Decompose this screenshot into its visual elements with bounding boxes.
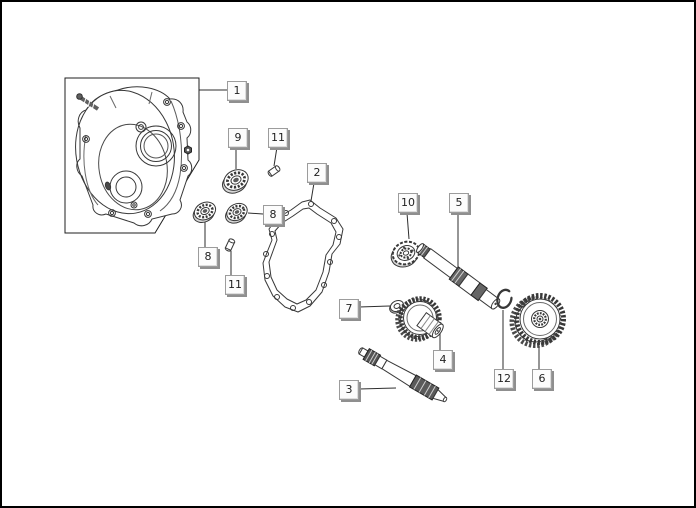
part-label-4[interactable]: 4 — [433, 350, 453, 370]
pin-11-bottom-drawing — [224, 238, 236, 252]
bearing-8-left-drawing — [192, 201, 217, 223]
gear-4-drawing — [395, 296, 444, 342]
part-label-8-upper[interactable]: 8 — [263, 205, 283, 225]
part-label-12[interactable]: 12 — [494, 369, 514, 389]
bearing-9-drawing — [222, 169, 249, 194]
pin-11-top-drawing — [267, 165, 281, 177]
part-label-11-top[interactable]: 11 — [268, 128, 288, 148]
gear-6-drawing — [509, 293, 566, 348]
shaft-5-drawing — [416, 243, 501, 310]
shaft-3-drawing — [358, 347, 448, 403]
part-label-7[interactable]: 7 — [339, 299, 359, 319]
freewheel-10-drawing — [390, 240, 421, 268]
part-label-2[interactable]: 2 — [307, 163, 327, 183]
screw-drawing — [76, 93, 100, 111]
part-label-8-lower[interactable]: 8 — [198, 247, 218, 267]
part-label-10[interactable]: 10 — [398, 193, 418, 213]
part-label-11-bottom[interactable]: 11 — [225, 275, 245, 295]
nut-drawing — [184, 145, 192, 155]
part-label-5[interactable]: 5 — [449, 193, 469, 213]
part-label-9[interactable]: 9 — [228, 128, 248, 148]
part-label-1[interactable]: 1 — [227, 81, 247, 101]
gearbox-cover-drawing — [75, 86, 193, 227]
circlip-12-drawing — [496, 288, 513, 309]
part-label-3[interactable]: 3 — [339, 380, 359, 400]
leader-lines — [199, 89, 540, 390]
part-label-6[interactable]: 6 — [532, 369, 552, 389]
bearing-8-right-drawing — [225, 202, 248, 224]
